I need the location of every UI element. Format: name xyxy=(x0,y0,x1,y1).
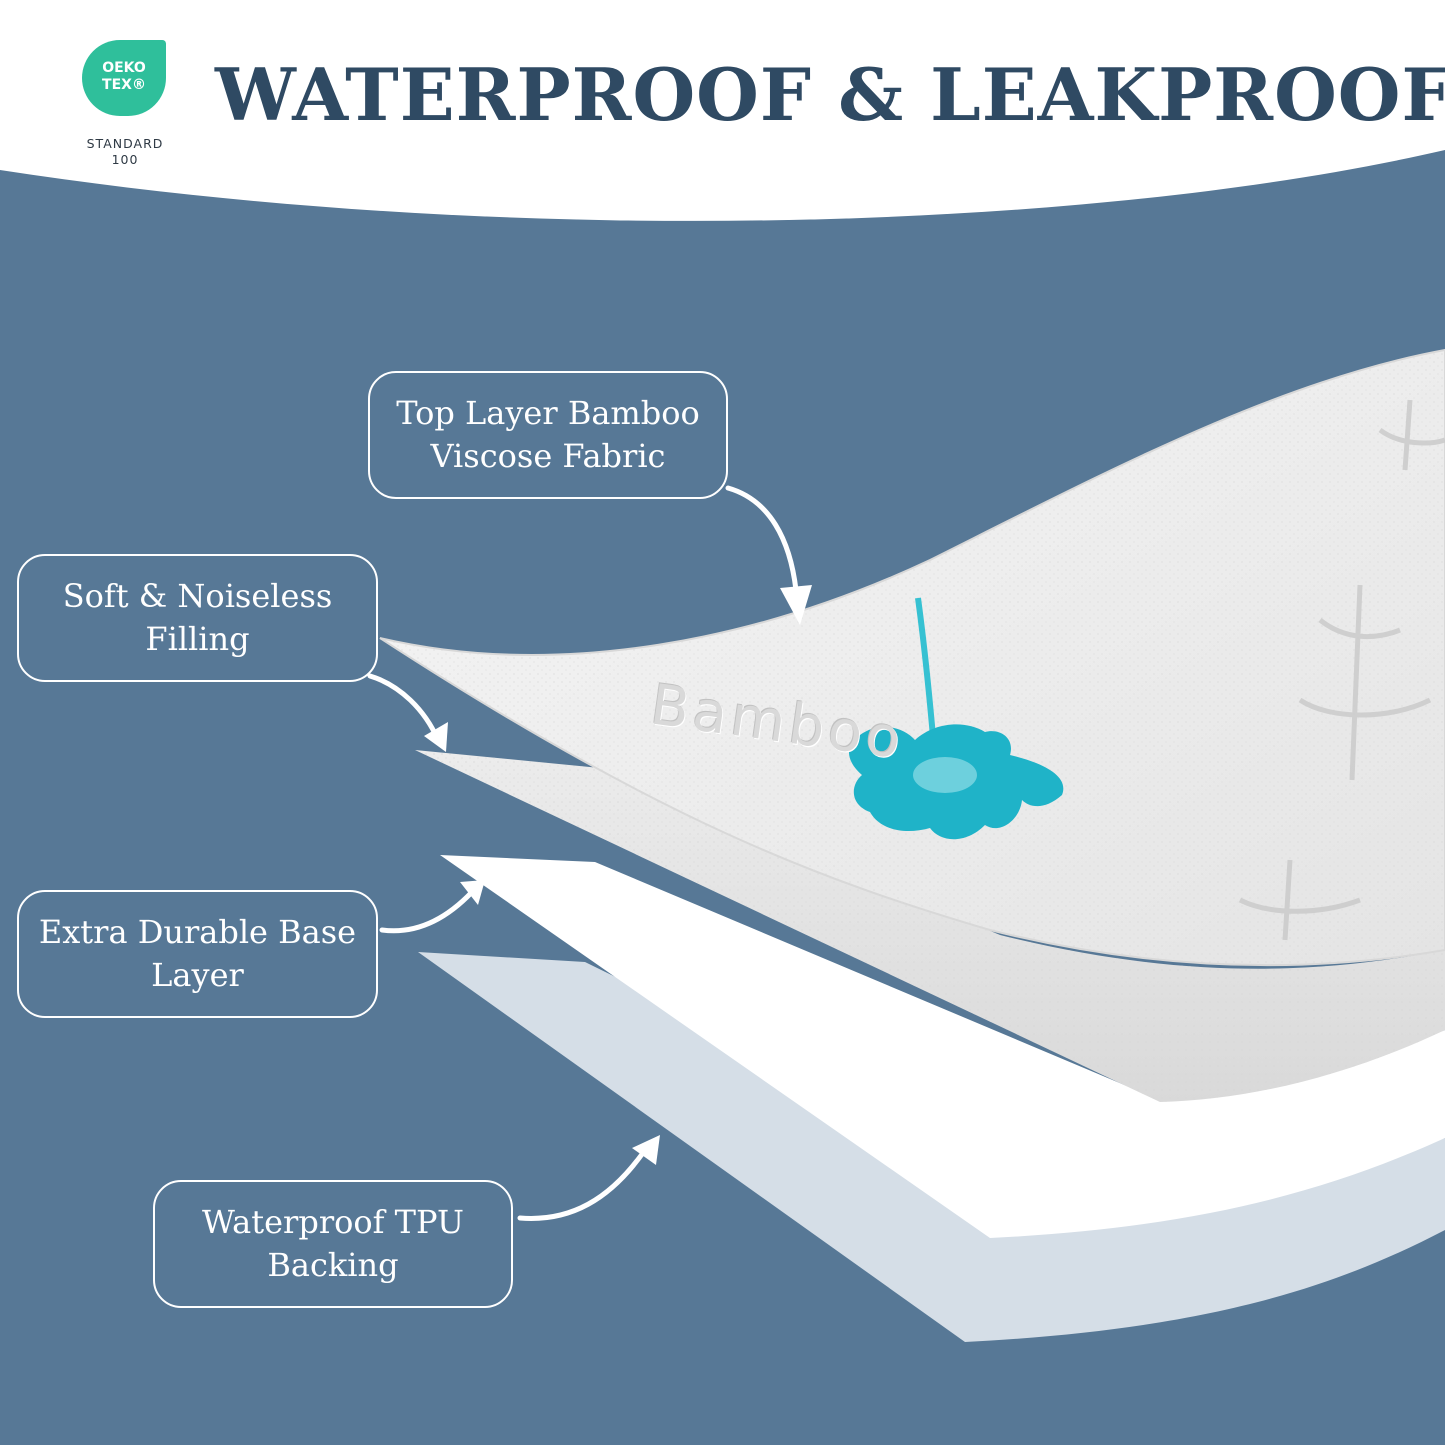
page-title: WATERPROOF & LEAKPROOF xyxy=(215,52,1445,137)
logo-line-4: 100 xyxy=(111,152,139,167)
callout-top-layer-line-2: Viscose Fabric xyxy=(430,437,666,475)
callout-base-layer: Extra Durable Base Layer xyxy=(17,890,378,1018)
arrow-base-layer-icon xyxy=(379,889,475,934)
callout-tpu-backing: Waterproof TPU Backing xyxy=(153,1180,513,1308)
callout-filling-line-1: Soft & Noiseless xyxy=(62,577,333,615)
oeko-tex-standard: STANDARD 100 xyxy=(78,136,172,168)
logo-line-3: STANDARD xyxy=(86,136,164,151)
callout-filling: Soft & Noiseless Filling xyxy=(17,554,378,682)
arrow-filling-icon xyxy=(367,673,441,743)
callout-filling-line-2: Filling xyxy=(145,620,250,658)
bamboo-motif-icon xyxy=(1238,399,1445,941)
callout-base-layer-line-2: Layer xyxy=(151,956,244,994)
callout-tpu-backing-line-2: Backing xyxy=(267,1246,399,1284)
oeko-tex-logo: OEKO TEX® STANDARD 100 xyxy=(78,40,172,170)
logo-line-2: TEX® xyxy=(102,77,146,93)
arrow-top-layer-icon xyxy=(725,485,799,593)
callout-top-layer-line-1: Top Layer Bamboo xyxy=(396,394,700,432)
callout-tpu-backing-line-1: Waterproof TPU xyxy=(202,1203,464,1241)
callout-top-layer: Top Layer Bamboo Viscose Fabric xyxy=(368,371,728,499)
header-swoop xyxy=(0,0,1445,221)
callout-base-layer-line-1: Extra Durable Base xyxy=(38,913,357,951)
oeko-tex-leaf-icon xyxy=(82,40,166,116)
arrow-tpu-icon xyxy=(517,1147,648,1221)
oeko-tex-wordmark: OEKO TEX® xyxy=(82,60,166,94)
base-layer xyxy=(440,855,1445,1238)
logo-line-1: OEKO xyxy=(102,60,146,76)
